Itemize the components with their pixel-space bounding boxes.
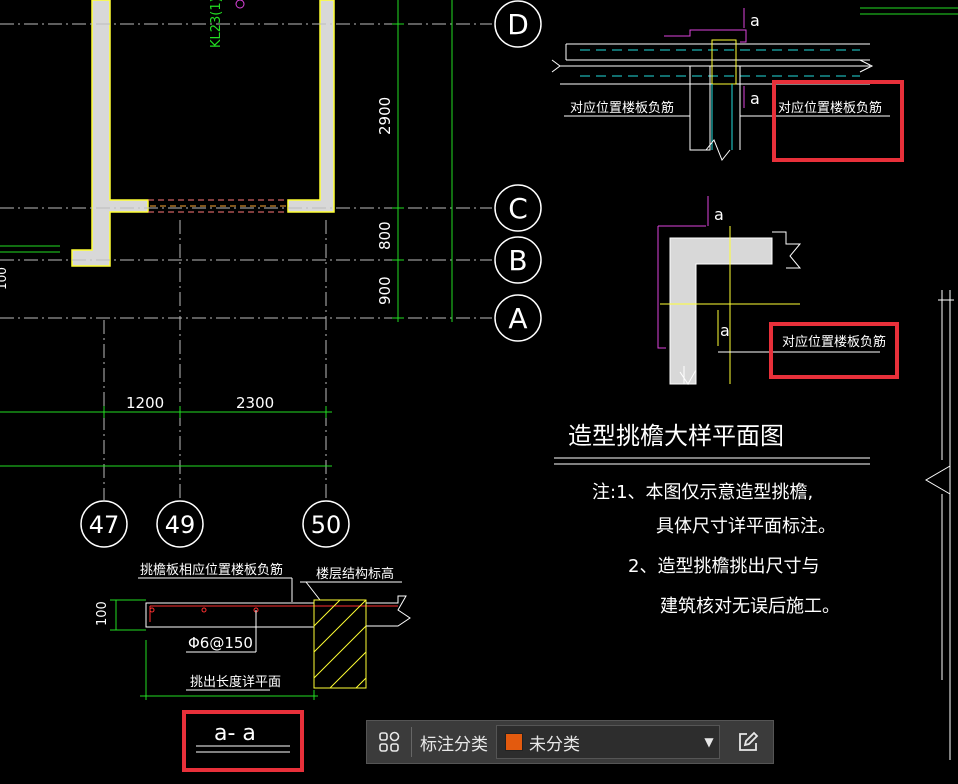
grid-bubble-A[interactable]: A: [494, 294, 542, 342]
category-select[interactable]: 未分类 ▼: [496, 725, 720, 759]
dim-1200: 1200: [126, 394, 164, 412]
detail-title: 造型挑檐大样平面图: [568, 422, 784, 450]
grid-bubble-47[interactable]: 47: [80, 500, 128, 548]
dim-2300: 2300: [236, 394, 274, 412]
dimension-lines: [0, 0, 453, 467]
dim-800: 800: [376, 221, 394, 250]
note-line-4: 建筑核对无误后施工。: [660, 596, 840, 617]
grid-bubble-C[interactable]: C: [494, 184, 542, 232]
highlight-box-bottom: [182, 710, 304, 772]
grid-bubble-D[interactable]: D: [494, 0, 542, 48]
a-label-mid: a: [714, 205, 724, 224]
right-edge-marker: [925, 290, 954, 760]
edit-icon: [739, 731, 759, 751]
category-select-value: 未分类: [529, 734, 580, 755]
grid-bubble-49-label: 49: [165, 511, 196, 539]
a-label-top: a: [750, 11, 760, 30]
plan-wall-outline: [71, 0, 335, 267]
note-line-2: 具体尺寸详平面标注。: [656, 516, 836, 537]
toolbar-separator: [411, 727, 412, 757]
chevron-down-icon: ▼: [704, 735, 714, 749]
a-label-top2: a: [750, 89, 760, 108]
grid-bubble-A-label: A: [508, 302, 527, 335]
section-detail-top: [551, 7, 958, 161]
slab-rebar-label-top-left: 对应位置楼板负筋: [570, 100, 674, 116]
highlight-box-mid: [769, 322, 899, 379]
overhang-length-label: 挑出长度详平面: [190, 674, 281, 690]
grid-bubble-B-label: B: [508, 244, 527, 277]
edit-button[interactable]: [726, 721, 770, 763]
section-detail-mid: [657, 196, 880, 385]
note-line-3: 2、造型挑檐挑出尺寸与: [628, 556, 819, 577]
rebar-note: Φ6@150: [188, 634, 253, 652]
grid-bubble-47-label: 47: [89, 511, 120, 539]
category-color-swatch: [505, 733, 523, 751]
grid-bubble-B[interactable]: B: [494, 236, 542, 284]
grid-bubble-D-label: D: [507, 8, 529, 41]
grid-icon: [379, 731, 400, 752]
dim-left: 100: [0, 267, 9, 290]
annotation-toolbar: 标注分类 未分类 ▼: [366, 720, 774, 764]
slab-rebar-label-mid: 对应位置楼板负筋: [782, 334, 886, 350]
category-label: 标注分类: [420, 734, 488, 755]
floor-elev-label: 楼层结构标高: [316, 566, 394, 582]
grid-bubble-49[interactable]: 49: [156, 500, 204, 548]
section-a-a: [110, 577, 411, 700]
grid-button[interactable]: [367, 721, 411, 763]
beam-label: KL23(1): [209, 0, 224, 48]
dim-100: 100: [95, 601, 110, 626]
rebar-symbol-icon: [235, 0, 245, 9]
slab-rebar-label-top: 对应位置楼板负筋: [778, 100, 882, 116]
section-title: a- a: [214, 721, 256, 746]
dim-900: 900: [376, 276, 394, 305]
highlight-box-top: [772, 80, 904, 162]
a-label-mid2: a: [720, 321, 730, 340]
canopy-slab-rebar-label: 挑檐板相应位置楼板负筋: [140, 562, 283, 578]
grid-bubble-50-label: 50: [311, 511, 342, 539]
grid-bubble-50[interactable]: 50: [302, 500, 350, 548]
grid-bubble-C-label: C: [508, 192, 528, 225]
axis-lines: [0, 23, 492, 500]
note-line-1: 注:1、本图仅示意造型挑檐,: [592, 482, 813, 503]
dim-2900: 2900: [376, 97, 394, 135]
